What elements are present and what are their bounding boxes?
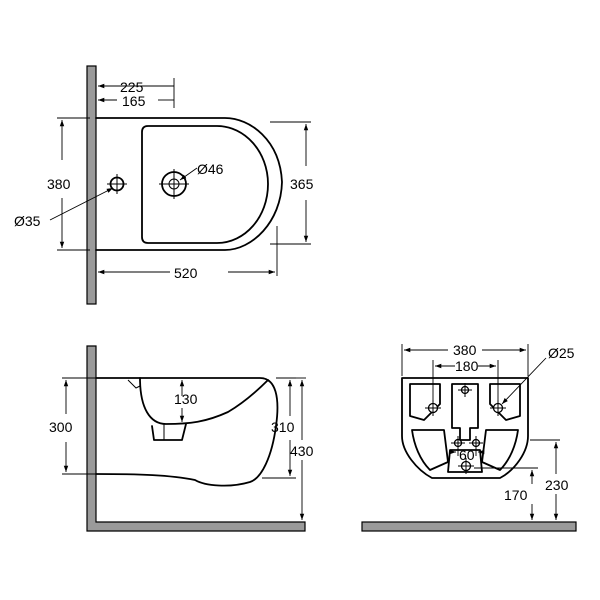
dim-rear-hole-diameter: Ø25: [548, 345, 575, 361]
wall-section: [86, 65, 97, 305]
dim-520: 520: [174, 265, 198, 281]
bidet-side-outline: [95, 377, 279, 487]
rear-view: 380 180 Ø25 60 170 230: [361, 342, 577, 532]
side-view: 300 130 310 430: [49, 345, 314, 532]
dim-60: 60: [459, 447, 475, 463]
dim-tap-hole-diameter: Ø46: [197, 161, 224, 177]
bidet-rear-outline: [401, 377, 529, 479]
dim-380-rear: 380: [453, 342, 477, 358]
wall-floor-section: [86, 345, 306, 532]
dim-300: 300: [49, 419, 73, 435]
bowl-outline: [141, 125, 269, 244]
dim-230: 230: [545, 477, 569, 493]
rear-internal-ribs: [409, 383, 521, 473]
fixing-hole: [107, 174, 127, 194]
bidet-outline: [95, 117, 283, 251]
dim-180: 180: [455, 358, 479, 374]
bowl-side-profile: [139, 377, 269, 425]
outlet-detail: [151, 423, 187, 441]
dim-225: 225: [120, 79, 144, 95]
dim-365: 365: [290, 176, 314, 192]
dim-430: 430: [290, 443, 314, 459]
dim-fixing-hole-diameter: Ø35: [14, 213, 41, 229]
dim-165: 165: [122, 93, 146, 109]
dim-130: 130: [174, 391, 198, 407]
tap-hole: [159, 169, 189, 199]
dim-170: 170: [504, 487, 528, 503]
top-view: 225 165 380 365 520 Ø46 Ø35: [14, 65, 314, 305]
rear-holes: [425, 383, 506, 474]
floor-section: [361, 521, 577, 532]
dim-380: 380: [47, 176, 71, 192]
dim-310: 310: [271, 419, 295, 435]
